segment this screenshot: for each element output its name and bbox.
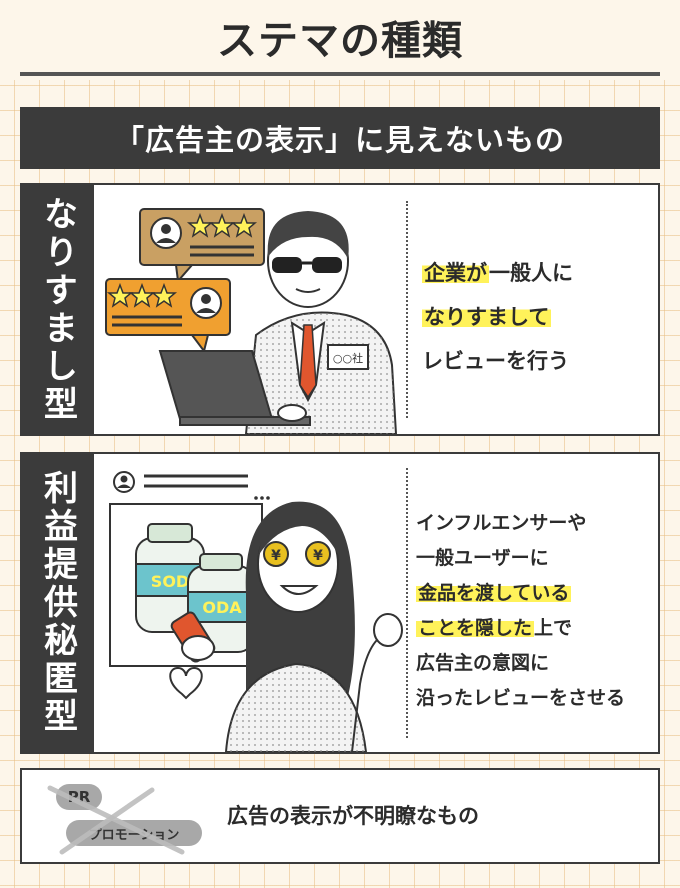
review-bubble-gold: [139, 208, 265, 284]
review-bubble-orange: [105, 278, 231, 354]
desc-line: 金品を渡している: [416, 582, 572, 604]
heart-icon: [169, 666, 203, 700]
smartphone-icon: [170, 611, 216, 663]
impersonation-description: 企業が一般人に なりすまして レビューを行う: [422, 251, 573, 383]
star-icon: [186, 212, 258, 238]
company-badge: [327, 344, 369, 370]
influencer-figure: ¥ ¥: [224, 501, 403, 752]
company-badge-label: ○○社: [333, 351, 363, 365]
star-icon: [106, 282, 178, 308]
svg-text:¥: ¥: [271, 548, 281, 564]
bottle-label: SOD: [151, 572, 189, 591]
impersonation-illustration: ○○社: [105, 208, 398, 434]
pr-badges: PR プロモーション: [32, 778, 212, 858]
title-area: ステマの種類: [0, 0, 680, 80]
desc-line: なりすまして: [422, 305, 552, 329]
panel-unclear-disclosure: PR プロモーション 広告の表示が不明瞭なもの: [20, 768, 660, 864]
yen-coin-icon: ¥: [305, 541, 331, 567]
page-title: ステマの種類: [217, 18, 463, 64]
desc-line: インフルエンサーや: [416, 512, 587, 534]
desc-line: 一般ユーザーに: [416, 547, 549, 569]
desc-line: 企業が一般人に: [422, 261, 573, 285]
section-banner: 「広告主の表示」に見えないもの: [20, 107, 660, 169]
desc-line: ことを隠した上で: [416, 617, 573, 639]
title-underline: [20, 72, 660, 76]
desc-line: 広告主の意図に: [416, 652, 550, 674]
influencer-illustration: SOD ODA ¥ ¥: [109, 471, 403, 752]
benefit-concealment-description: インフルエンサーや 一般ユーザーに 金品を渡している ことを隠した上で 広告主の…: [416, 506, 625, 716]
panel-impersonation-label: なりすまし型: [22, 185, 94, 434]
strike-through-icon: [47, 785, 185, 855]
desc-line: レビューを行う: [422, 349, 569, 373]
panel-divider: [406, 201, 408, 418]
bottle-label: ODA: [202, 598, 242, 617]
unclear-disclosure-text: 広告の表示が不明瞭なもの: [227, 804, 479, 828]
panel-impersonation: なりすまし型: [20, 183, 660, 436]
svg-text:¥: ¥: [313, 548, 323, 564]
panel-divider: [406, 468, 408, 738]
laptop-icon: [158, 350, 311, 426]
panel-benefit-concealment: 利益提供秘匿型 SOD ODA: [20, 452, 660, 754]
businessman-figure: ○○社: [244, 211, 398, 434]
yen-coin-icon: ¥: [263, 541, 289, 567]
desc-line: 沿ったレビューをさせる: [416, 687, 626, 709]
panel-benefit-concealment-label: 利益提供秘匿型: [22, 454, 94, 752]
